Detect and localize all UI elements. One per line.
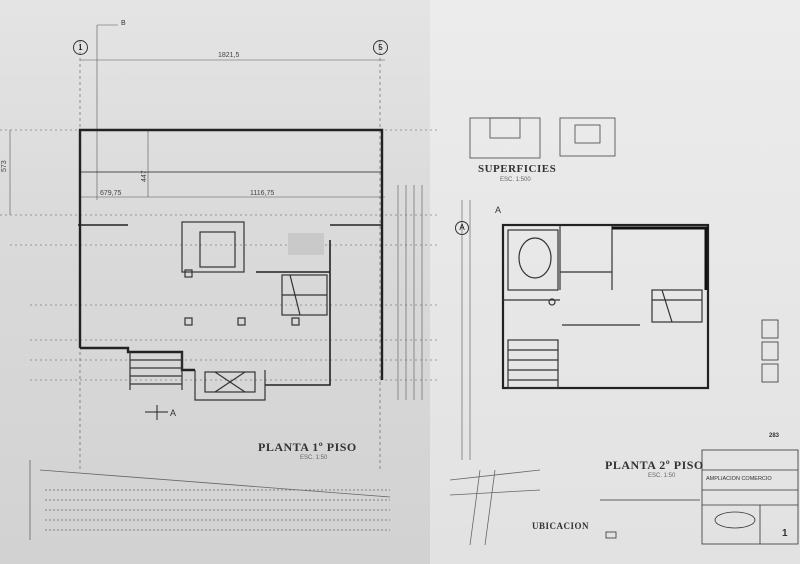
axis-label-1: 1 xyxy=(78,43,83,52)
sheet-number: 1 xyxy=(782,528,788,539)
ubicacion-title: UBICACION xyxy=(532,521,590,531)
project-name: AMPLIACION COMERCIO xyxy=(706,476,772,482)
axis-label-5: 5 xyxy=(378,43,383,52)
second-floor-scale: ESC. 1:50 xyxy=(648,473,676,479)
first-floor-scale: ESC. 1:50 xyxy=(300,455,328,461)
axis-bubble-a: A xyxy=(455,221,469,235)
second-floor-outer-wall xyxy=(501,223,710,390)
axis-label-a: A xyxy=(459,223,465,232)
dimension-left-span: 679,75 xyxy=(100,190,122,197)
dimension-top: 1821,5 xyxy=(218,52,240,59)
superficies-scale: ESC. 1:500 xyxy=(500,177,531,183)
axis-bubble-1: 1 xyxy=(73,40,88,55)
sheet-code: 283 xyxy=(769,433,780,439)
first-floor-title: PLANTA 1º PISO xyxy=(258,440,357,454)
grey-patch xyxy=(288,233,324,255)
section-marker-a: A xyxy=(170,408,177,418)
axis-bubble-5: 5 xyxy=(373,40,388,55)
dimension-left-height: 573 xyxy=(1,160,8,172)
dimension-right-span: 1116,75 xyxy=(250,190,275,197)
title-block xyxy=(701,449,799,545)
dimension-mid-height: 447 xyxy=(141,170,148,182)
second-floor-title: PLANTA 2º PISO xyxy=(605,458,704,472)
section-marker-a-2: A xyxy=(495,205,502,215)
section-marker-b: B xyxy=(121,20,126,27)
superficies-title: SUPERFICIES xyxy=(478,163,557,175)
first-floor-outer-wall xyxy=(78,128,384,380)
